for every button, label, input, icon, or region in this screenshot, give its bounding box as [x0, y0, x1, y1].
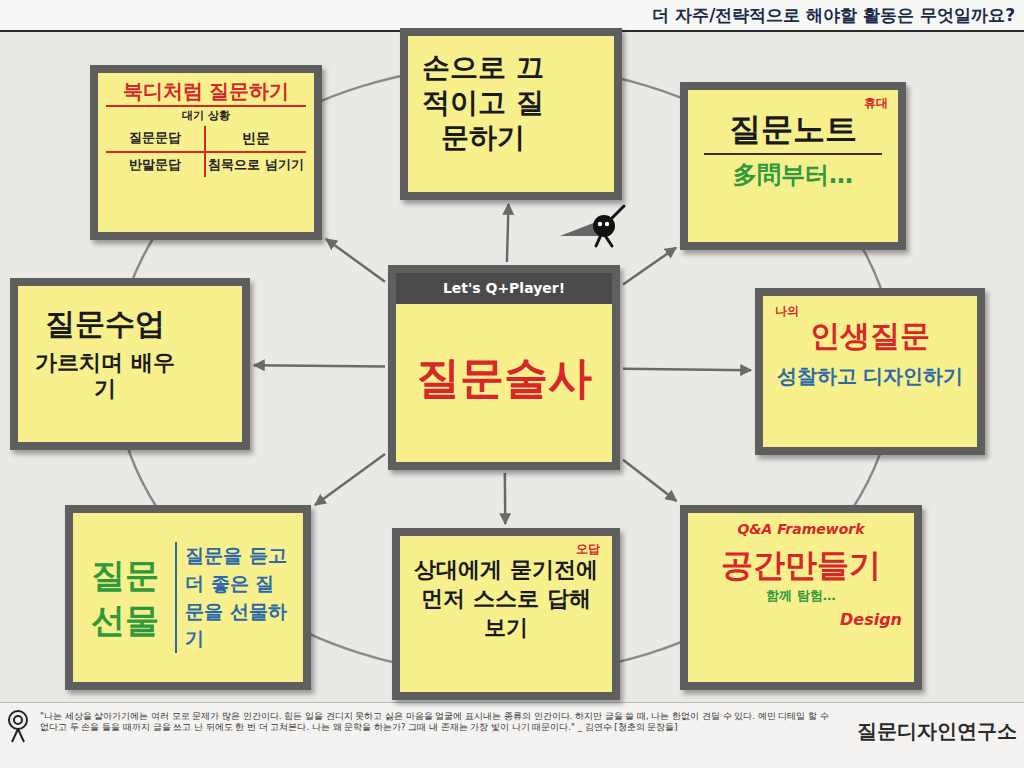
sticky-note: 오답상대에게 묻기전에 먼저 스스로 답해보기 [392, 528, 620, 700]
diagram-title: 더 자주/전략적으로 해야할 활동은 무엇일까요? [300, 4, 1015, 27]
sticky-note: 질문수업가르치며 배우기 [10, 278, 250, 450]
sticky-note: 손으로 끄적이고 질문하기 [400, 28, 622, 200]
arrow-connector [623, 248, 676, 285]
arrow-connector [623, 460, 676, 501]
note-heading: Let's Q+Player! [396, 273, 612, 304]
note-text: 성찰하고 디자인하기 [775, 364, 965, 388]
note-heading: 질문 선물 [83, 553, 167, 641]
note-text: 인생질문 [775, 318, 965, 354]
note-heading: 질문수업 [32, 306, 178, 342]
sticky-note: Let's Q+Player! 질문술사 [388, 265, 620, 470]
note-text: 대기 상황 [106, 109, 306, 122]
note-heading: 나의 [775, 304, 965, 318]
note-heading: 휴대 [698, 96, 888, 110]
sticky-note: 휴대질문노트 多問부터… [680, 82, 906, 250]
note-text: 질문노트 [704, 110, 882, 154]
note-text: 함께 탐험… [700, 588, 902, 604]
note-heading: 손으로 끄적이고 질문하기 [422, 50, 544, 155]
note-text: 공간만들기 [700, 546, 902, 584]
note-heading: 북디처럼 질문하기 [106, 79, 306, 107]
arrow-connector [254, 365, 385, 366]
note-heading: 오답 [412, 542, 600, 556]
arrow-connector [326, 239, 385, 282]
note-heading: Q&A Framework [700, 521, 902, 538]
superhero-icon [560, 206, 624, 246]
note-text: 침묵으로 넘기기 [206, 153, 306, 177]
note-text: 질문을 듣고 더 좋은 질문을 선물하기 [175, 542, 293, 652]
note-text: 질문술사 [396, 352, 612, 405]
sticky-note: 나의인생질문성찰하고 디자인하기 [755, 288, 985, 455]
note-text: 가르치며 배우기 [32, 350, 178, 403]
note-text: Design [700, 610, 902, 629]
sticky-note: 질문 선물질문을 듣고 더 좋은 질문을 선물하기 [65, 505, 311, 690]
note-text: 상대에게 묻기전에 먼저 스스로 답해보기 [412, 556, 600, 642]
arrow-connector [507, 204, 509, 262]
note-text: 질문문답 [106, 126, 206, 153]
note-text: 多問부터… [698, 161, 888, 190]
note-text: 빈문 [206, 126, 306, 153]
sticky-note: Q&A Framework 공간만들기함께 탐험… Design [680, 505, 922, 690]
arrow-connector [623, 369, 751, 370]
quote-note: "나는 세상을 살아가기에는 여러 모로 문제가 많은 인간이다. 힘든 일을 … [40, 711, 830, 734]
arrow-connector [504, 473, 507, 524]
note-text: 반말문답 [106, 153, 206, 177]
target-icon [9, 711, 27, 742]
arrow-connector [315, 454, 385, 505]
publisher-name: 질문디자인연구소 [842, 718, 1017, 745]
sticky-note: 북디처럼 질문하기대기 상황질문문답빈문반말문답침묵으로 넘기기 [90, 65, 322, 240]
